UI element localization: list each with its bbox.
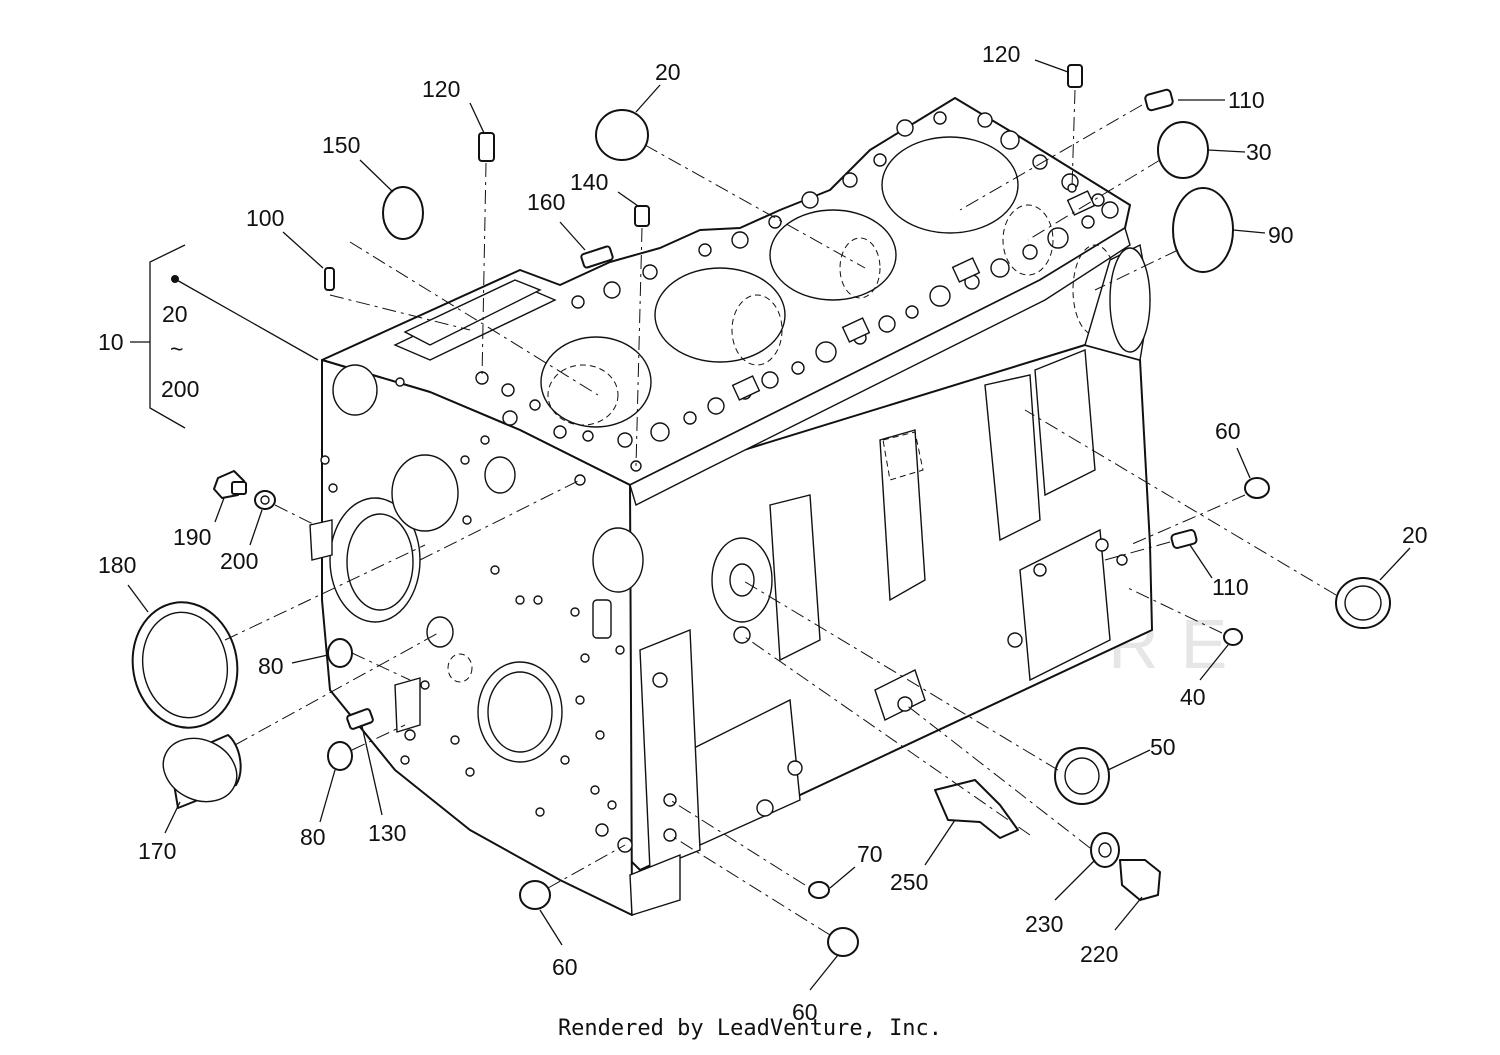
part-130-pin (346, 708, 374, 730)
part-150-plug (382, 186, 424, 240)
part-120-right-pin (1067, 64, 1083, 88)
part-80-plugs (327, 638, 353, 771)
part-60-right-plug (1244, 477, 1270, 499)
label-170: 170 (138, 838, 176, 864)
label-110-top: 110 (1228, 87, 1265, 113)
part-20-top-plug (595, 109, 649, 161)
label-60-bottom: 60 (792, 999, 818, 1025)
part-160-bolt (580, 245, 614, 269)
part-70-plug (808, 881, 830, 899)
footer-credit: Rendered by LeadVenture, Inc. (557, 1016, 943, 1041)
part-190-bolt (213, 470, 247, 499)
label-220: 220 (1080, 941, 1118, 967)
part-labels: 10 20 ~ 200 100 150 120 20 160 140 120 1… (98, 41, 1428, 1025)
part-60-bottom-plug (827, 927, 859, 957)
part-110-top-pin (1144, 88, 1174, 112)
part-230-washer (1090, 832, 1120, 868)
label-190: 190 (173, 524, 211, 550)
part-250-sensor (934, 779, 1019, 839)
part-40-plug (1223, 628, 1243, 646)
label-180: 180 (98, 552, 136, 578)
label-230: 230 (1025, 911, 1063, 937)
part-110-right-pin (1170, 529, 1198, 549)
part-100-pin (324, 267, 335, 291)
label-140: 140 (570, 169, 608, 195)
label-120-left: 120 (422, 76, 460, 102)
label-range-tilde: ~ (170, 336, 183, 362)
part-170-plug (162, 734, 242, 809)
label-70: 70 (857, 841, 883, 867)
label-20-top: 20 (655, 59, 681, 85)
label-100: 100 (246, 205, 284, 231)
part-200-washer (254, 490, 276, 510)
part-140-pin (634, 205, 650, 227)
label-250: 250 (890, 869, 928, 895)
label-80-lower: 80 (300, 824, 326, 850)
leader-lines (127, 59, 1411, 991)
label-110-right: 110 (1212, 574, 1249, 600)
label-40: 40 (1180, 684, 1206, 710)
label-10: 10 (98, 329, 124, 355)
part-90-plug (1172, 187, 1234, 273)
part-220-plug (1119, 859, 1161, 901)
label-80-upper: 80 (258, 653, 284, 679)
label-range-start-20: 20 (162, 301, 188, 327)
part-20-right-seal (1335, 577, 1391, 629)
label-150: 150 (322, 132, 360, 158)
label-50: 50 (1150, 734, 1176, 760)
label-90: 90 (1268, 222, 1294, 248)
label-60-bottom-left: 60 (552, 954, 578, 980)
assembly-lines (224, 89, 1337, 936)
part-60-bottom-left-plug (519, 880, 551, 910)
cylinder-block (309, 97, 1153, 916)
label-20-right: 20 (1402, 522, 1428, 548)
label-130: 130 (368, 820, 406, 846)
part-30-plug (1157, 121, 1209, 179)
part-120-left-pin (478, 132, 495, 162)
label-30: 30 (1246, 139, 1272, 165)
label-60-right: 60 (1215, 418, 1241, 444)
label-range-end-200: 200 (161, 376, 199, 402)
label-160: 160 (527, 189, 565, 215)
label-120-right: 120 (982, 41, 1020, 67)
part-180-oil-seal (131, 601, 239, 729)
part-50-plug (1054, 747, 1110, 805)
label-200: 200 (220, 548, 258, 574)
